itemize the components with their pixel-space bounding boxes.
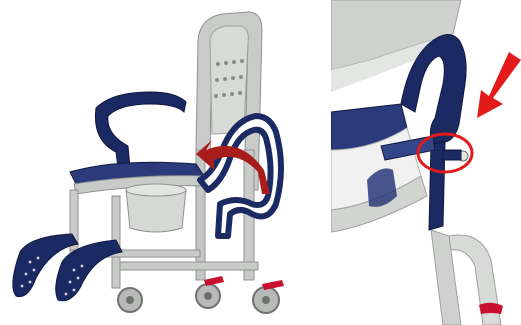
left-armrest: [95, 92, 186, 168]
chair-overview-image: [0, 0, 318, 325]
wheels: [118, 276, 284, 313]
footrests: [13, 234, 122, 301]
arrow-icon: [477, 52, 521, 118]
armrest-detail-image: [331, 0, 521, 325]
chair-illustration: [0, 0, 318, 325]
detail-illustration: [331, 0, 521, 325]
